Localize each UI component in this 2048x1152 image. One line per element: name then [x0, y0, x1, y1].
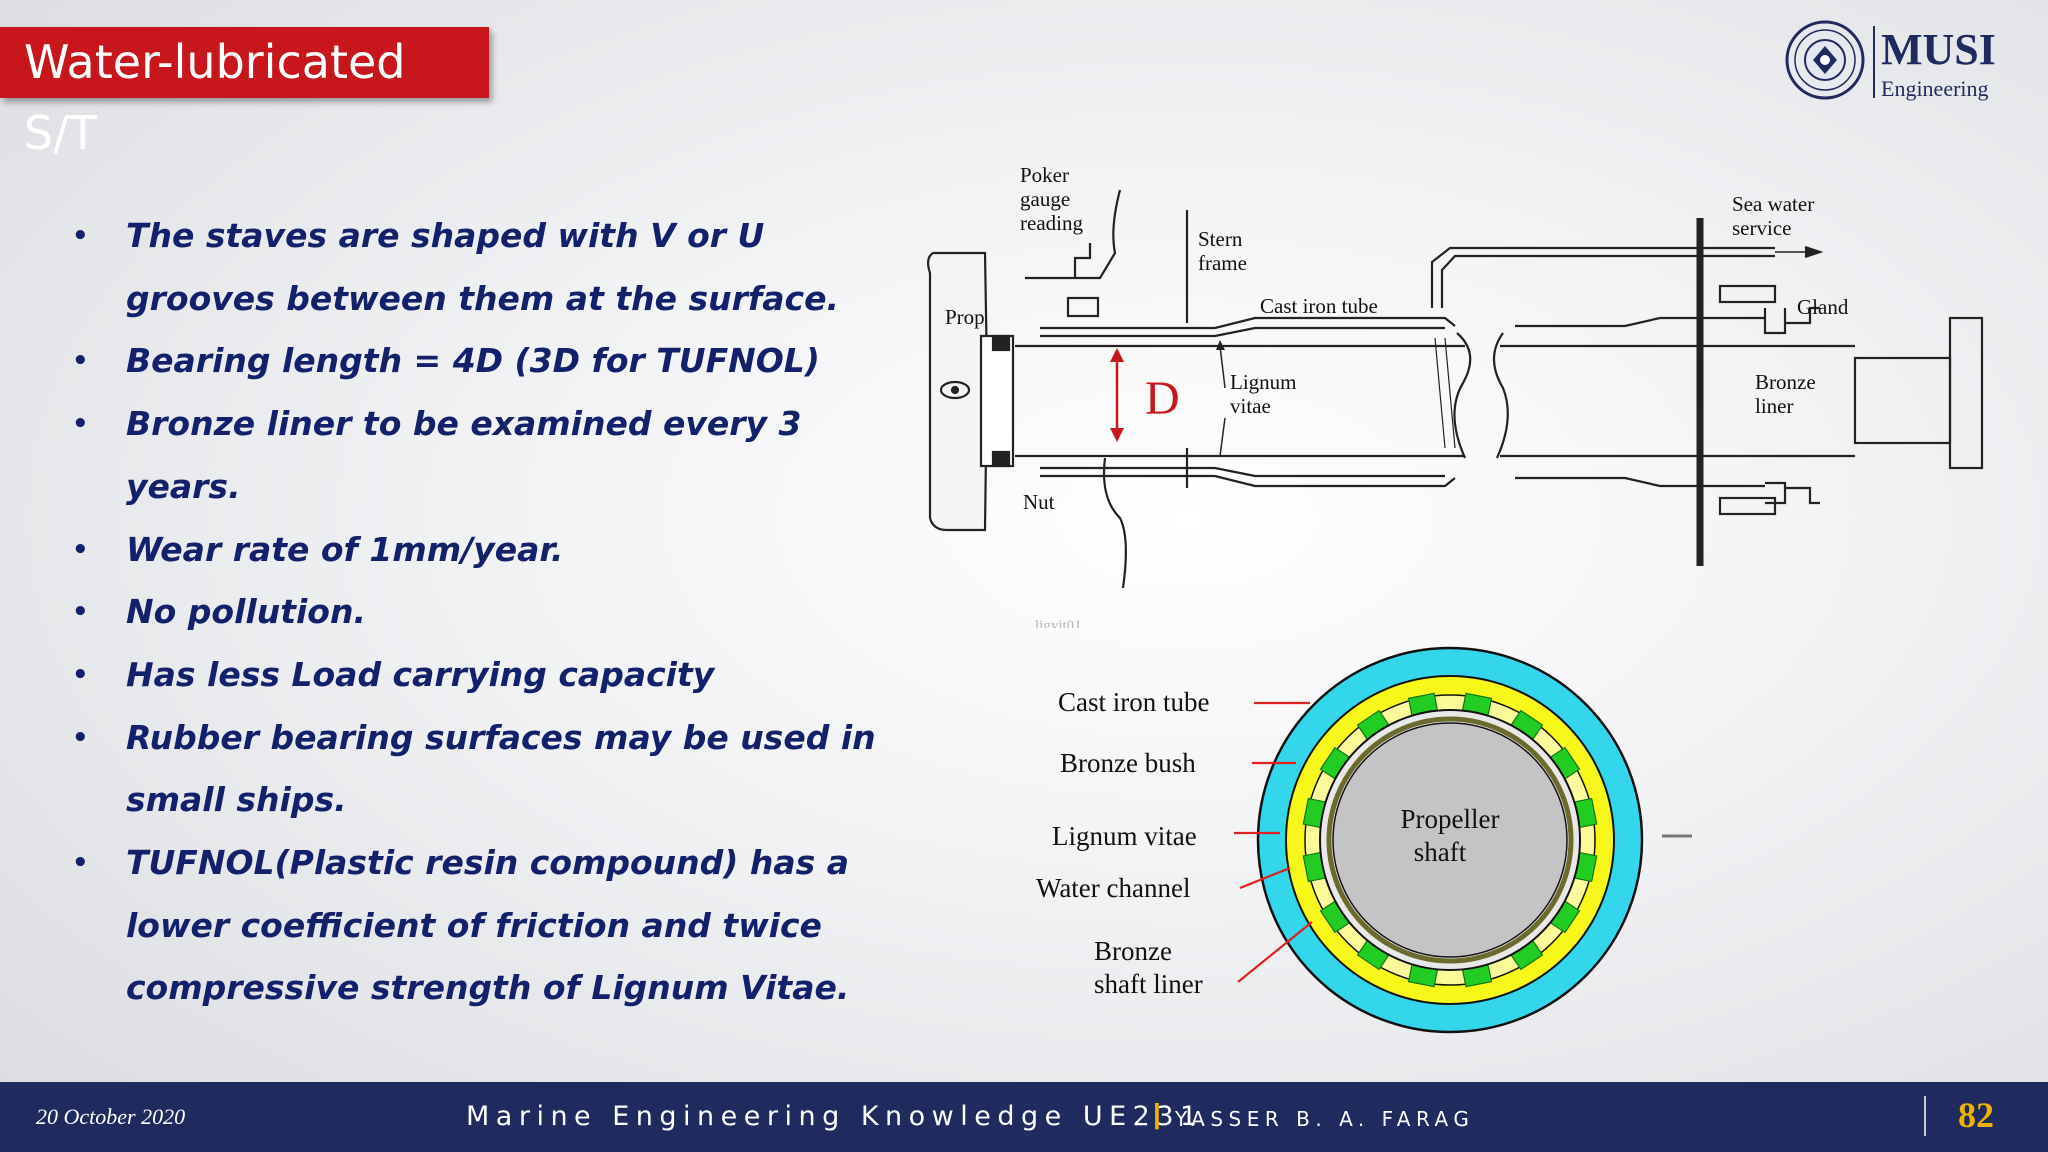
bullet-text: Rubber bearing surfaces may be used in s…	[126, 717, 876, 820]
label-lignum-2: vitae	[1230, 394, 1271, 418]
label-gland: Gland	[1797, 295, 1849, 319]
bronze-shaft-liner	[1326, 716, 1574, 964]
bullet-dot: •	[72, 346, 89, 377]
bullet-dot: •	[72, 534, 89, 565]
bullet-text: Bearing length = 4D (3D for TUFNOL)	[126, 341, 820, 381]
label-poker-1: Poker	[1020, 163, 1069, 187]
bullet-text: TUFNOL(Plastic resin compound) has a low…	[126, 843, 850, 1008]
bullet-text: Has less Load carrying capacity	[126, 654, 715, 694]
musi-logo: MUSI Engineering	[1785, 20, 1996, 101]
footer-separator: |	[1153, 1098, 1161, 1129]
label-liner-2: shaft liner	[1094, 969, 1203, 999]
label-lignum-vitae: Lignum vitae	[1052, 821, 1197, 851]
label-stern-1: Stern	[1198, 227, 1243, 251]
bullet-item: • The staves are shaped with V or U groov…	[70, 205, 900, 330]
bullet-dot: •	[72, 409, 89, 440]
footer-date: 20 October 2020	[36, 1104, 186, 1129]
label-sea-1: Sea water	[1732, 192, 1814, 216]
label-lignum-1: Lignum	[1230, 370, 1297, 394]
bullet-item: • Wear rate of 1mm/year.	[70, 519, 900, 582]
label-prop: Prop	[945, 305, 985, 329]
bullet-item: • No pollution.	[70, 581, 900, 644]
footer-divider	[1924, 1096, 1926, 1136]
label-bronze-bush: Bronze bush	[1060, 748, 1196, 778]
label-cast-iron-tube: Cast iron tube	[1260, 294, 1378, 318]
footer-bar: 20 October 2020 Marine Engineering Knowl…	[0, 1082, 2048, 1152]
bullet-text: The staves are shaped with V or U groove…	[126, 216, 839, 318]
label-poker-3: reading	[1020, 211, 1083, 235]
logo-name: MUSI	[1881, 25, 1996, 74]
diameter-label: D	[1145, 372, 1180, 425]
bullet-item: • Rubber bearing surfaces may be used in …	[70, 707, 900, 832]
bullet-item: • TUFNOL(Plastic resin compound) has a lo…	[70, 832, 900, 1020]
footer-course: Marine Engineering Knowledge UE231	[466, 1101, 1204, 1132]
bullet-dot: •	[72, 221, 89, 251]
label-shaft-2: shaft	[1414, 837, 1467, 867]
bullet-text: Bronze liner to be examined every 3 year…	[126, 404, 802, 506]
label-poker-2: gauge	[1020, 187, 1070, 211]
slide-title: Water-lubricated S/T	[0, 27, 489, 160]
bullet-text: No pollution.	[126, 592, 366, 632]
label-water-channel: Water channel	[1036, 873, 1191, 903]
label-stern-2: frame	[1198, 251, 1247, 275]
footer-author: YASSER B. A. FARAG	[1175, 1107, 1475, 1131]
stern-tube-section-diagram: D Poker gauge reading Stern frame Sea wa…	[926, 163, 1984, 628]
bullet-list: • The staves are shaped with V or U groov…	[70, 205, 900, 1020]
bullet-item: • Has less Load carrying capacity	[70, 644, 900, 707]
page-number: 82	[1958, 1095, 1994, 1135]
label-sea-2: service	[1732, 216, 1791, 240]
image-credit: ligvit01	[1035, 618, 1082, 628]
label-bronze-1: Bronze	[1755, 370, 1816, 394]
label-shaft-1: Propeller	[1401, 804, 1500, 834]
label-liner-1: Bronze	[1094, 936, 1172, 966]
label-bronze-2: liner	[1755, 394, 1793, 418]
bullet-dot: •	[72, 848, 89, 879]
logo-subtitle: Engineering	[1881, 76, 1989, 101]
bullet-dot: •	[72, 659, 89, 690]
bullet-item: • Bronze liner to be examined every 3 yea…	[70, 393, 900, 518]
bearing-cross-section-diagram: Propeller shaft Cast iron tube Bronze bu…	[1036, 646, 1692, 1034]
emblem-icon	[1785, 20, 1865, 100]
label-cast-iron-tube: Cast iron tube	[1058, 687, 1209, 717]
propeller-shaft	[1332, 722, 1568, 958]
label-nut: Nut	[1023, 490, 1055, 514]
bullet-dot: •	[72, 597, 89, 628]
bullet-item: • Bearing length = 4D (3D for TUFNOL)	[70, 330, 900, 393]
bullet-dot: •	[72, 722, 89, 753]
bullet-text: Wear rate of 1mm/year.	[126, 529, 564, 569]
